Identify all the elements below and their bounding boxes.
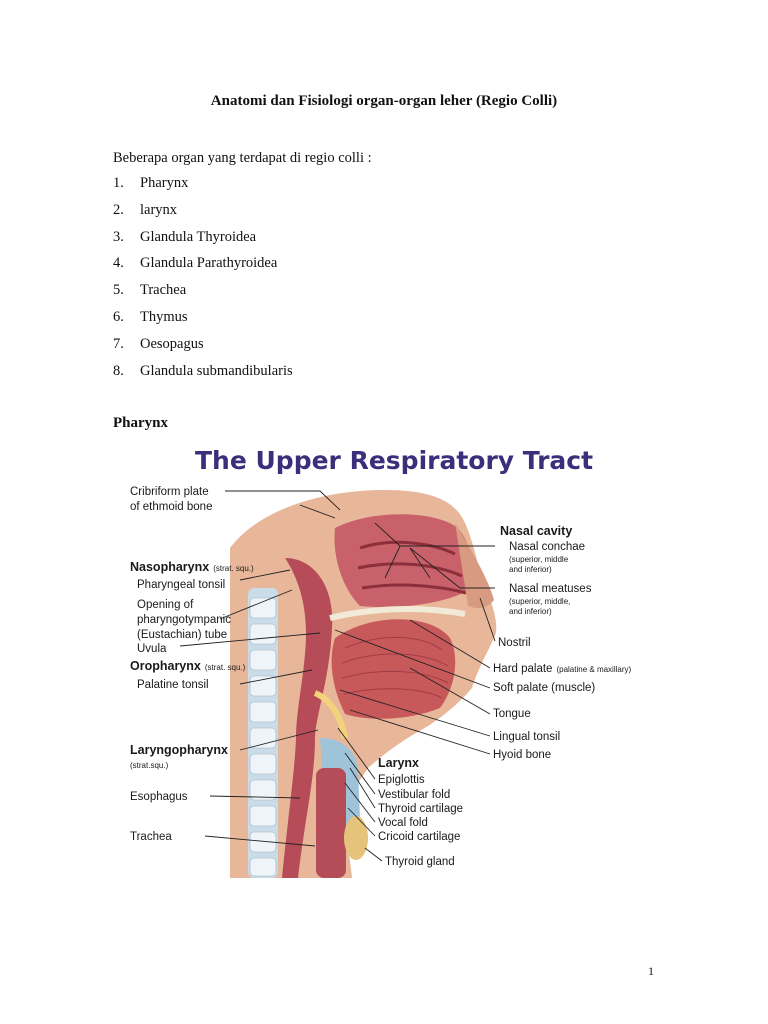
label-cribriform-plate-2: of ethmoid bone (130, 501, 212, 513)
list-number: 2. (113, 201, 124, 218)
label-pharyngeal-tonsil: Pharyngeal tonsil (137, 579, 225, 591)
label-oropharynx: Oropharynx (strat. squ.) (130, 657, 246, 674)
list-text: Glandula Thyroidea (140, 228, 257, 245)
label-thyroid-gland: Thyroid gland (385, 856, 455, 868)
list-text: Glandula Parathyroidea (140, 255, 278, 272)
section-heading: Pharynx (113, 415, 169, 431)
label-nostril: Nostril (498, 637, 531, 649)
trachea-shape (316, 768, 346, 878)
label-nasal-conchae-note-1: (superior, middle (509, 555, 569, 564)
head-neck-illustration (230, 490, 497, 878)
label-nasal-cavity: Nasal cavity (500, 524, 572, 538)
label-laryngopharynx: Laryngopharynx (130, 743, 228, 757)
list-text: Oesopagus (140, 335, 204, 352)
list-number: 1. (113, 175, 124, 191)
label-vestibular-fold: Vestibular fold (378, 789, 450, 801)
label-soft-palate: Soft palate (muscle) (493, 682, 595, 694)
figure-title: The Upper Respiratory Tract (195, 446, 593, 475)
list-number: 3. (113, 228, 124, 245)
list-text: Pharynx (140, 175, 189, 191)
label-lingual-tonsil: Lingual tonsil (493, 731, 560, 743)
list-number: 6. (113, 308, 124, 325)
label-larynx: Larynx (378, 756, 419, 770)
nose-shape (455, 523, 494, 608)
label-hyoid-bone: Hyoid bone (493, 749, 551, 761)
list-number: 7. (113, 335, 124, 352)
label-opening-2: pharyngotympanic (137, 614, 231, 626)
label-vocal-fold: Vocal fold (378, 817, 428, 829)
label-nasal-conchae-note-2: and inferior) (509, 565, 552, 574)
label-nasal-meatuses-note-2: and inferior) (509, 607, 552, 616)
label-nasopharynx: Nasopharynx (strat. squ.) (130, 558, 254, 575)
label-tongue: Tongue (493, 708, 531, 720)
conchae-shape (357, 540, 467, 595)
hard-palate-shape (329, 606, 466, 621)
upper-respiratory-tract-diagram: The Upper Respiratory Tract (130, 446, 631, 878)
document-title: Anatomi dan Fisiologi organ-organ leher … (210, 93, 558, 109)
list-text: larynx (140, 201, 178, 218)
list-number: 8. (113, 362, 124, 379)
label-thyroid-cartilage: Thyroid cartilage (378, 803, 463, 815)
tongue-shape (331, 619, 456, 719)
label-nasal-meatuses-note-1: (superior, middle, (509, 597, 570, 606)
label-palatine-tonsil: Palatine tonsil (137, 679, 209, 691)
label-trachea: Trachea (130, 831, 172, 843)
page-number: 1 (648, 964, 654, 978)
list-text: Thymus (140, 308, 188, 325)
list-text: Glandula submandibularis (140, 362, 293, 379)
label-uvula: Uvula (137, 643, 167, 655)
list-text: Trachea (140, 282, 187, 299)
anatomy-figure: The Upper Respiratory Tract (110, 438, 665, 878)
label-cribriform-plate: Cribriform plate (130, 486, 209, 498)
intro-paragraph: Beberapa organ yang terdapat di regio co… (113, 150, 372, 166)
thyroid-gland-shape (344, 816, 368, 860)
label-laryngopharynx-note: (strat.squ.) (130, 761, 169, 770)
epiglottis-shape (313, 690, 348, 739)
label-hard-palate: Hard palate (palatine & maxillary) (493, 659, 631, 676)
list-number: 4. (113, 255, 124, 272)
label-opening-3: (Eustachian) tube (137, 629, 227, 641)
label-nasal-meatuses: Nasal meatuses (509, 583, 592, 595)
vertebrae (249, 597, 277, 877)
label-opening-1: Opening of (137, 599, 194, 611)
label-esophagus: Esophagus (130, 791, 188, 803)
label-cricoid-cartilage: Cricoid cartilage (378, 831, 460, 843)
nasal-cavity-shape (334, 514, 473, 608)
label-epiglottis: Epiglottis (378, 774, 425, 786)
list-number: 5. (113, 282, 124, 299)
label-nasal-conchae: Nasal conchae (509, 541, 585, 553)
leader-lines (179, 490, 496, 862)
